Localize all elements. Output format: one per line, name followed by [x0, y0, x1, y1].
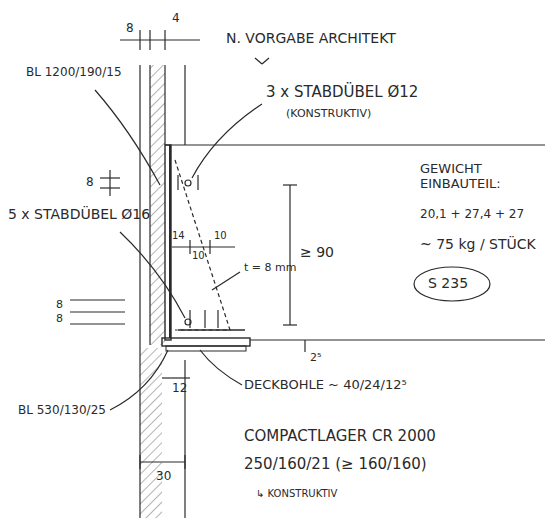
annotation: BL 530/130/25	[18, 404, 106, 418]
annotation: 12	[172, 382, 187, 396]
annotation: 8	[86, 176, 94, 190]
annotation: BL 1200/190/15	[26, 66, 122, 80]
annotation: 10	[214, 230, 227, 242]
annotation: 10	[192, 250, 205, 262]
annotation: ↳ KONSTRUKTIV	[256, 488, 337, 500]
annotation: 8	[126, 22, 134, 36]
annotation: DECKBOHLE ~ 40/24/12⁵	[244, 378, 407, 393]
annotation: t = 8 mm	[244, 262, 296, 275]
annotation: N. VORGABE ARCHITEKT	[226, 30, 396, 46]
annotation: COMPACTLAGER CR 2000	[244, 428, 436, 445]
annotation: 5 x STABDÜBEL Ø16	[8, 206, 150, 222]
annotation: 8	[56, 299, 63, 312]
annotation: (KONSTRUKTIV)	[286, 108, 371, 121]
annotation: ≥ 90	[300, 244, 334, 260]
annotation: GEWICHT EINBAUTEIL:	[420, 162, 530, 192]
annotation: 4	[172, 12, 180, 26]
annotation: ~ 75 kg / STÜCK	[420, 236, 536, 252]
annotation: 2⁵	[310, 352, 321, 365]
annotation: S 235	[428, 275, 468, 291]
annotation: 250/160/21 (≥ 160/160)	[244, 456, 427, 473]
annotation: 14	[172, 230, 185, 242]
annotation: 8	[56, 313, 63, 326]
annotation: 30	[156, 470, 171, 484]
annotation: 20,1 + 27,4 + 27	[420, 208, 524, 222]
annotation: 3 x STABDÜBEL Ø12	[266, 84, 418, 101]
